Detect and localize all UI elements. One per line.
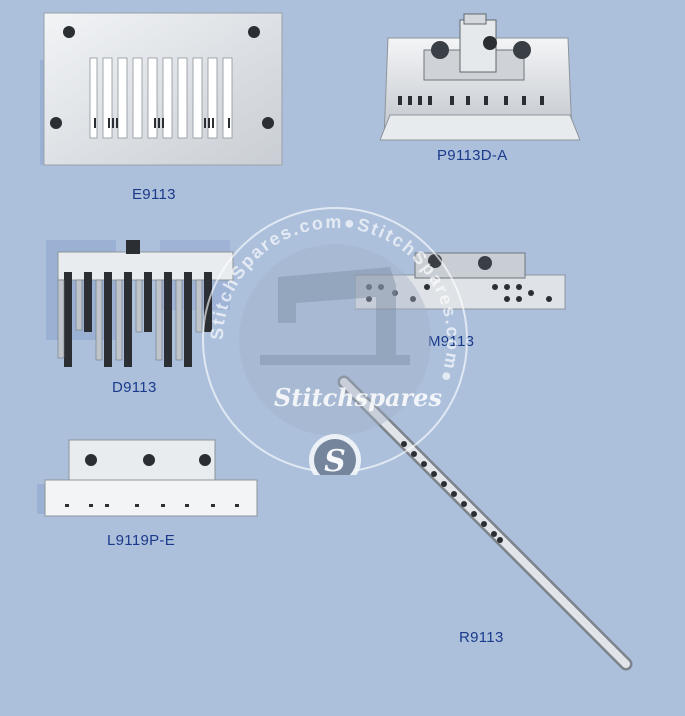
part-m9113-image (355, 252, 566, 310)
part-r9113-label: R9113 (459, 629, 504, 646)
part-e9113-label: E9113 (132, 186, 176, 203)
part-l9119p-e-image (37, 439, 258, 517)
watermark-monogram: S (324, 444, 346, 475)
stitchspares-watermark: StitchSpares.com●StitchSpares.com● S (202, 207, 468, 475)
part-p9113d-a-label: P9113D-A (437, 147, 508, 164)
part-d9113-label: D9113 (112, 379, 157, 396)
part-e9113-image (40, 12, 283, 166)
watermark-brand-text: Stitchspares (274, 383, 442, 412)
part-p9113d-a-image (380, 13, 580, 141)
part-d9113-image (46, 240, 234, 367)
part-l9119p-e-label: L9119P-E (107, 532, 176, 549)
part-r9113-image (337, 375, 633, 671)
part-m9113-label: M9113 (428, 333, 475, 350)
